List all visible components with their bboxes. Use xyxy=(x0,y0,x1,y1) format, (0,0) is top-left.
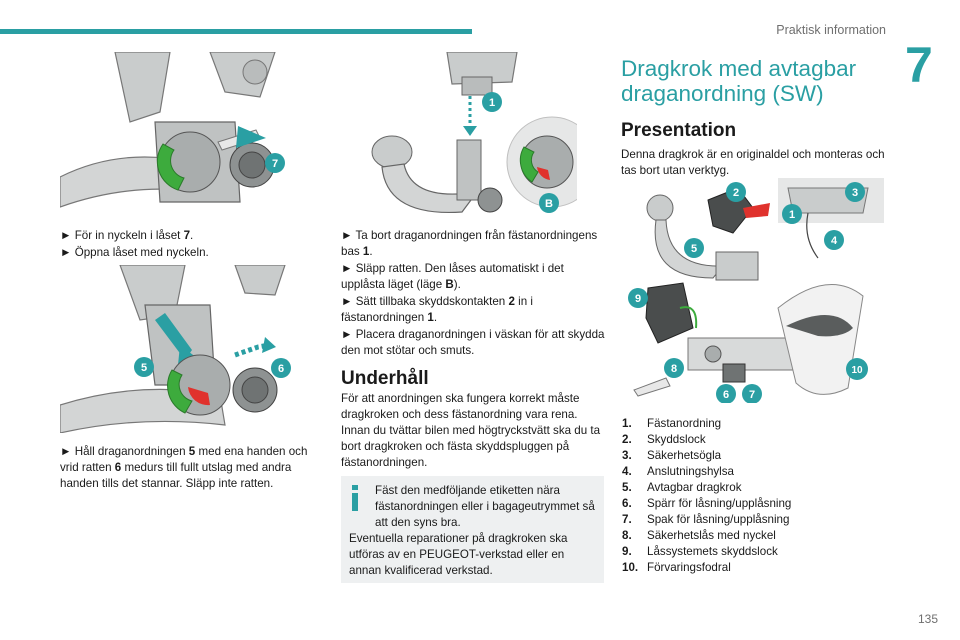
heading-presentation: Presentation xyxy=(621,120,737,141)
illustration-turn-knob-svg: 5 6 xyxy=(60,265,291,433)
maintenance-body: För att anordningen ska fungera korrekt … xyxy=(341,392,601,469)
instruction-text: in i fästanordningen xyxy=(341,295,533,324)
instruction-text: ► För in nyckeln i låset xyxy=(60,229,184,242)
instruction-hold-and-turn: ► Håll draganordningen 5 med ena handen … xyxy=(60,444,325,492)
instruction-text: . xyxy=(190,229,194,242)
instruction-text: ► Ta bort draganordningen från fästanord… xyxy=(341,229,598,258)
list-item: 5. Avtagbar dragkrok xyxy=(622,480,791,496)
list-item-number: 4. xyxy=(622,465,632,478)
list-item-label: Fästanordning xyxy=(647,417,722,430)
list-item: 8. Säkerhetslås med nyckel xyxy=(622,528,791,544)
instruction-text: ► Släpp ratten. Den låses automatiskt i … xyxy=(341,262,564,291)
ref-2: 2 xyxy=(508,295,515,308)
parts-list: 1. Fästanordning 2. Skyddslock 3. Säkerhets… xyxy=(622,416,791,576)
component-callouts: 1 2 3 4 5 6 7 8 9 10 xyxy=(628,182,868,403)
instruction-text: medurs till fullt utslag med andra hande… xyxy=(60,461,292,490)
list-item-number: 8. xyxy=(622,529,632,542)
list-item-label: Spärr för låsning/upplåsning xyxy=(647,497,792,510)
list-item: 10. Förvaringsfodral xyxy=(622,560,791,576)
presentation-intro: Denna dragkrok är en originaldel och mon… xyxy=(621,148,885,177)
illustration-towbar-components: 1 2 3 4 5 6 7 8 9 10 xyxy=(628,178,884,403)
list-item: 9. Låssystemets skyddslock xyxy=(622,544,791,560)
callout-1: 1 xyxy=(789,209,795,221)
ref-6: 6 xyxy=(114,461,122,474)
list-item-label: Avtagbar dragkrok xyxy=(647,481,742,494)
list-item: 1. Fästanordning xyxy=(622,416,791,432)
instruction-text: med ena handen och vrid ratten xyxy=(60,445,308,474)
instruction-text: ► Sätt tillbaka skyddskontakten xyxy=(341,295,509,308)
label-6: 6 xyxy=(278,363,284,375)
label-5: 5 xyxy=(141,362,147,374)
illustration-remove-towbar: 1 B xyxy=(352,52,577,224)
ref-1: 1 xyxy=(427,311,434,324)
step-refit-cover: ► Sätt tillbaka skyddskontakten 2 in i f… xyxy=(341,294,606,326)
illustration-towbar-components-svg: 1 2 3 4 5 6 7 8 9 10 xyxy=(628,178,884,403)
instruction-text: ). xyxy=(453,278,461,291)
ref-B: B xyxy=(445,278,454,291)
step-release-knob: ► Släpp ratten. Den låses automatiskt i … xyxy=(341,261,606,293)
callout-5: 5 xyxy=(691,243,697,255)
list-item-label: Låssystemets skyddslock xyxy=(647,545,778,558)
label-7: 7 xyxy=(272,158,278,170)
info-note-line2: Eventuella reparationer på dragkroken sk… xyxy=(349,532,568,577)
ref-5: 5 xyxy=(188,445,196,458)
list-item-label: Säkerhetslås med nyckel xyxy=(647,529,776,542)
instruction-text: . xyxy=(369,245,373,258)
list-item-label: Spak för låsning/upplåsning xyxy=(647,513,790,526)
info-icon xyxy=(352,485,358,511)
list-item-number: 9. xyxy=(622,545,632,558)
instruction-text: ► Håll draganordningen xyxy=(60,445,189,458)
list-item-number: 6. xyxy=(622,497,632,510)
illustration-remove-towbar-svg: 1 B xyxy=(371,52,577,214)
col1-instructions-1: ► För in nyckeln i låset 7. ► Öppna låse… xyxy=(60,228,325,262)
instruction-insert-key: ► För in nyckeln i låset 7. xyxy=(60,228,325,244)
col1-instructions-2: ► Håll draganordningen 5 med ena handen … xyxy=(60,444,325,493)
header-accent-bar xyxy=(0,29,472,34)
list-item: 2. Skyddslock xyxy=(622,432,791,448)
illustration-insert-key: 7 xyxy=(60,52,305,217)
list-item: 4. Anslutningshylsa xyxy=(622,464,791,480)
step-store-in-bag: ► Placera draganordningen i väskan för a… xyxy=(341,328,605,357)
list-item-label: Skyddslock xyxy=(647,433,706,446)
heading-maintenance: Underhåll xyxy=(341,368,429,389)
list-item: 3. Säkerhetsögla xyxy=(622,448,791,464)
callout-9: 9 xyxy=(635,293,641,305)
list-item-label: Förvaringsfodral xyxy=(647,561,731,574)
list-item-label: Säkerhetsögla xyxy=(647,449,722,462)
instruction-open-lock: ► Öppna låset med nyckeln. xyxy=(60,246,209,259)
ref-1: 1 xyxy=(362,245,370,258)
callout-3: 3 xyxy=(852,187,858,199)
page-number: 135 xyxy=(917,612,938,626)
list-item-number: 10. xyxy=(622,561,639,574)
callout-6: 6 xyxy=(723,389,729,401)
list-item-number: 2. xyxy=(622,433,632,446)
callout-2: 2 xyxy=(733,187,739,199)
list-item-number: 5. xyxy=(622,481,632,494)
illustration-insert-key-svg: 7 xyxy=(60,52,285,208)
instruction-text: . xyxy=(433,311,438,324)
info-note-line1: Fäst den medföljande etiketten nära fäst… xyxy=(375,484,595,529)
label-B: B xyxy=(545,198,553,210)
list-item: 7. Spak för låsning/upplåsning xyxy=(622,512,791,528)
callout-7: 7 xyxy=(749,389,755,401)
callout-10: 10 xyxy=(851,365,863,376)
info-note: Fäst den medföljande etiketten nära fäst… xyxy=(341,476,604,583)
list-item-label: Anslutningshylsa xyxy=(647,465,735,478)
list-item-number: 3. xyxy=(622,449,632,462)
ref-7: 7 xyxy=(183,229,191,242)
step-remove-from-base: ► Ta bort draganordningen från fästanord… xyxy=(341,228,606,260)
chapter-tab xyxy=(898,34,960,112)
section-title: Dragkrok med avtagbar draganordning (SW) xyxy=(621,56,857,106)
illustration-turn-knob: 5 6 xyxy=(60,265,305,433)
list-item-number: 7. xyxy=(622,513,632,526)
list-item: 6. Spärr för låsning/upplåsning xyxy=(622,496,791,512)
list-item-number: 1. xyxy=(622,417,632,430)
col2-instructions: ► Ta bort draganordningen från fästanord… xyxy=(341,228,606,360)
callout-8: 8 xyxy=(671,363,677,375)
page-header-title: Praktisk information xyxy=(776,23,886,37)
callout-4: 4 xyxy=(831,235,838,247)
label-1: 1 xyxy=(489,97,495,109)
chapter-number: 7 xyxy=(905,37,933,93)
